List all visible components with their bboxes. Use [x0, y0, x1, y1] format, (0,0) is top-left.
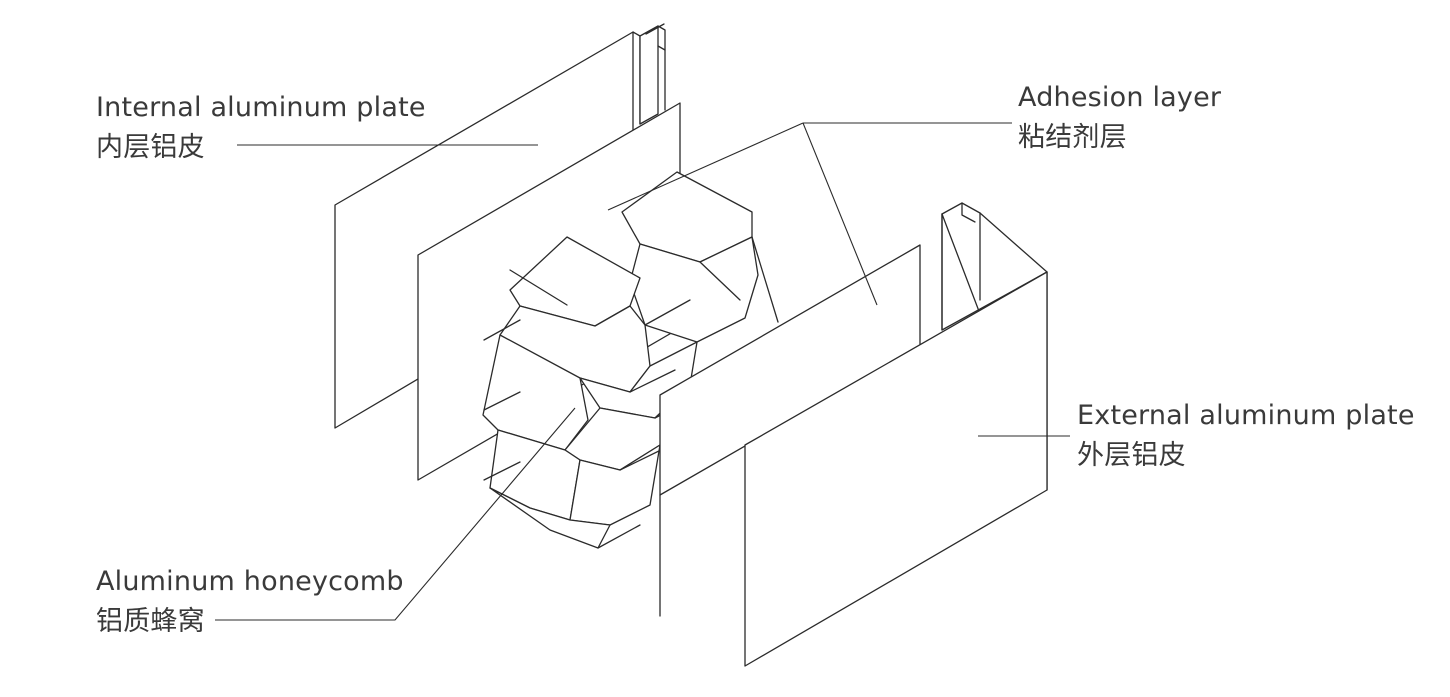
aluminum-honeycomb-label: Aluminum honeycomb 铝质蜂窝 [96, 562, 404, 642]
adhesion-layer-label-zh: 粘结剂层 [1018, 122, 1127, 153]
internal-plate-label-zh: 内层铝皮 [96, 132, 205, 163]
external-aluminum-plate-label: External aluminum plate 外层铝皮 [1077, 396, 1415, 476]
internal-plate-label-en: Internal aluminum plate [96, 92, 426, 123]
honeycomb-label-en: Aluminum honeycomb [96, 566, 404, 597]
leader-honeycomb [215, 407, 576, 621]
aluminum-honeycomb-core [482, 171, 779, 549]
leader-lines [215, 122, 1070, 621]
leader-adhesion-top [607, 122, 804, 211]
leader-adhesion-lower [802, 122, 878, 306]
external-aluminum-plate [744, 202, 1048, 667]
honeycomb-label-zh: 铝质蜂窝 [96, 606, 205, 637]
adhesion-layer-label: Adhesion layer 粘结剂层 [1018, 78, 1221, 158]
adhesion-layer-label-en: Adhesion layer [1018, 82, 1222, 113]
external-plate-label-en: External aluminum plate [1077, 400, 1415, 431]
external-plate-label-zh: 外层铝皮 [1077, 440, 1186, 471]
internal-aluminum-plate-label: Internal aluminum plate 内层铝皮 [96, 88, 426, 168]
